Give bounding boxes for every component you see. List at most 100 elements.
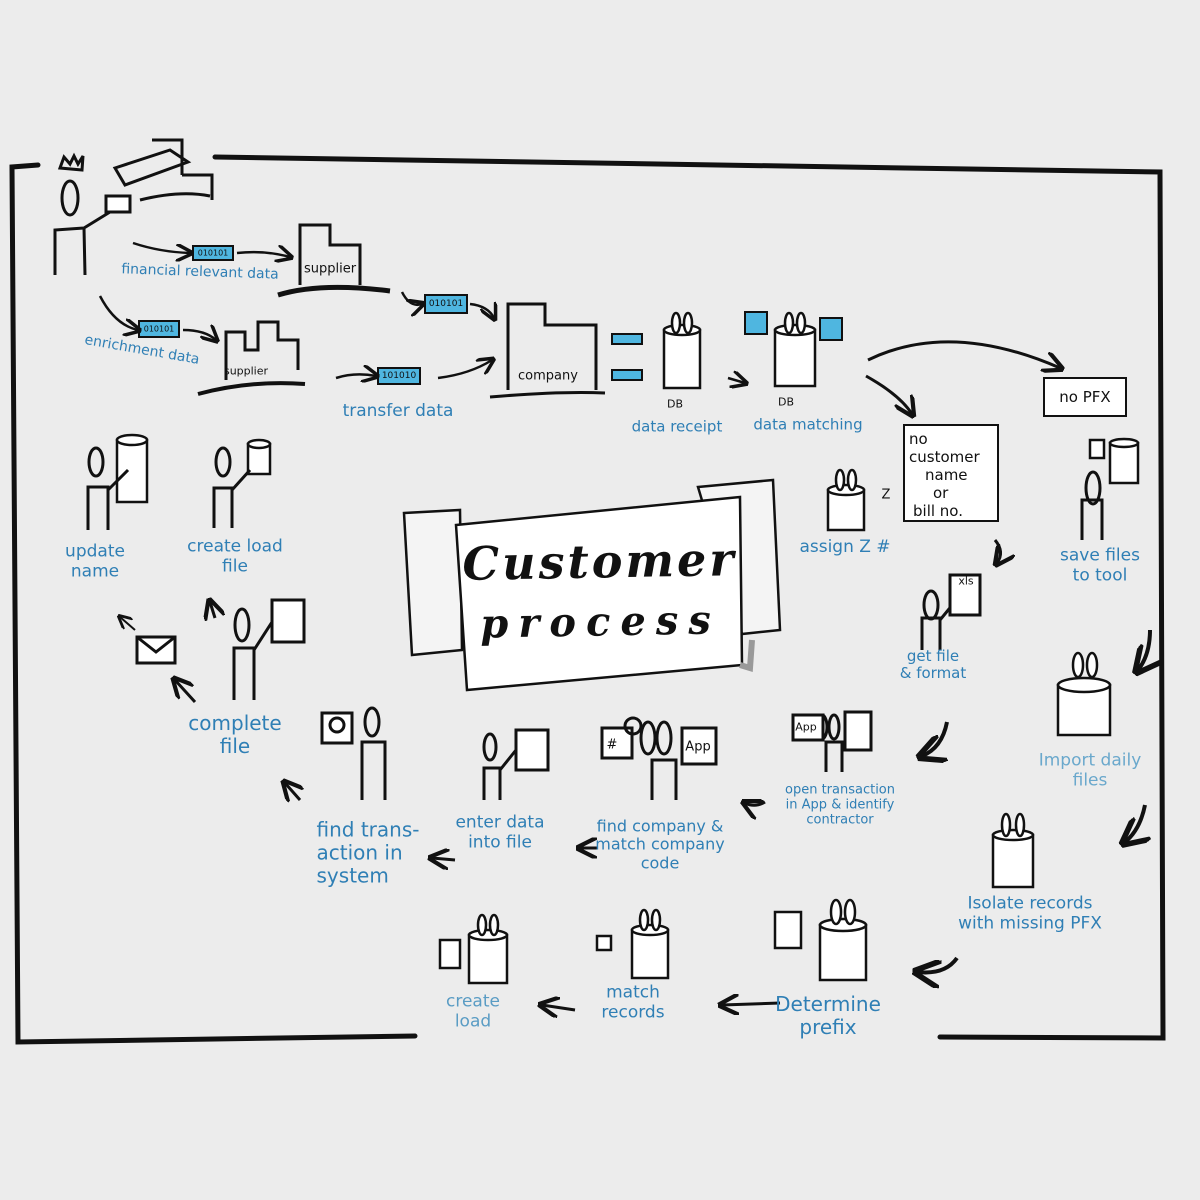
label-line: & format	[899, 664, 967, 682]
label-line: into file	[468, 832, 532, 852]
hash-tag: #	[606, 737, 618, 753]
complete-file-figure	[135, 598, 306, 700]
stick-figures	[86, 446, 1104, 800]
find-transaction-figure	[320, 706, 387, 800]
find-company-figure	[600, 716, 718, 800]
label-line: Determine	[775, 992, 881, 1016]
no-customer-box: no customer name or bill no.	[903, 424, 999, 522]
label-line: in App & identify	[785, 797, 895, 813]
company-label: company	[518, 368, 578, 384]
flow-arrows	[98, 241, 1150, 1010]
label-line: match company	[595, 834, 725, 854]
db-matching-db: DB	[777, 395, 795, 409]
data-receipt-label: data receipt	[631, 417, 723, 436]
enter-data-figure	[482, 728, 550, 800]
label-line: to tool	[1072, 565, 1128, 585]
no-customer-line: or	[933, 484, 949, 502]
assign-z-character	[826, 468, 866, 532]
data-matching-label: data matching	[753, 415, 863, 434]
label-line: enter data	[455, 812, 545, 833]
match-character	[595, 908, 670, 980]
app-tag: App	[795, 720, 817, 734]
label-line: get file	[906, 646, 960, 665]
determine-character	[773, 898, 868, 982]
save-files-figure	[1080, 470, 1104, 540]
file-code: 010101	[143, 324, 175, 334]
file-code: 010101	[428, 298, 464, 309]
label-line: open transaction	[784, 782, 896, 798]
label-line: file	[219, 734, 251, 758]
label-line: Isolate records	[967, 893, 1093, 914]
db-receipt-db: DB	[666, 397, 684, 411]
label-line: create load	[187, 536, 283, 557]
king-figure	[53, 138, 214, 276]
buildings	[197, 223, 606, 399]
title-line-1: Customer	[462, 532, 737, 591]
label-line: records	[601, 1002, 665, 1022]
xls-tag: xls	[958, 574, 974, 588]
file-code: 101010	[381, 370, 417, 381]
open-transaction-figure	[791, 710, 873, 772]
isolate-character	[991, 812, 1035, 889]
label-line: code	[640, 853, 680, 873]
label-line: action in	[316, 840, 403, 865]
assign-z-label: assign Z #	[799, 537, 891, 558]
stack-icon	[611, 369, 643, 381]
update-figure	[86, 446, 130, 530]
create-load-figure	[212, 446, 252, 528]
title-banner	[402, 478, 782, 692]
stack-icon	[611, 333, 643, 345]
no-customer-line: no customer	[909, 430, 980, 466]
update-db	[115, 433, 149, 504]
no-pfx-box: no PFX	[1043, 377, 1127, 417]
save-files-db	[1088, 437, 1140, 485]
transfer-data-label: transfer data	[342, 401, 454, 422]
db-matching-character	[773, 311, 817, 388]
db-receipt-character	[662, 311, 702, 390]
no-customer-line: name	[925, 466, 968, 484]
page-title: Customer process	[462, 532, 738, 648]
z-mark: Z	[881, 487, 891, 503]
label-line: name	[70, 561, 120, 581]
create-load-db	[246, 438, 272, 476]
file-code: 010101	[197, 248, 229, 258]
label-line: load	[454, 1011, 492, 1031]
import-character	[1056, 651, 1112, 737]
get-file-figure	[920, 573, 982, 650]
label-line: save files	[1060, 545, 1140, 566]
no-customer-line: bill no.	[913, 502, 963, 520]
label-line: Import daily	[1038, 750, 1142, 771]
get-file-label: get file& format	[899, 646, 967, 683]
label-line: prefix	[799, 1015, 857, 1039]
label-line: find trans-	[316, 817, 420, 842]
stack-icon	[819, 317, 843, 341]
label-line: files	[1072, 770, 1108, 790]
supplier-2-label: supplier	[223, 364, 269, 378]
label-line: system	[316, 863, 389, 888]
supplier-1-label: supplier	[303, 261, 357, 277]
title-line-2: process	[479, 596, 722, 648]
label-line: create	[446, 991, 500, 1012]
frame	[9, 154, 1166, 1045]
label-line: complete	[188, 711, 282, 735]
label-line: contractor	[806, 812, 874, 828]
stack-icon	[744, 311, 768, 335]
app-tag-2: App	[685, 739, 711, 755]
label-line: update	[65, 541, 125, 562]
create-load-character	[438, 913, 509, 985]
db-characters	[115, 311, 1140, 985]
